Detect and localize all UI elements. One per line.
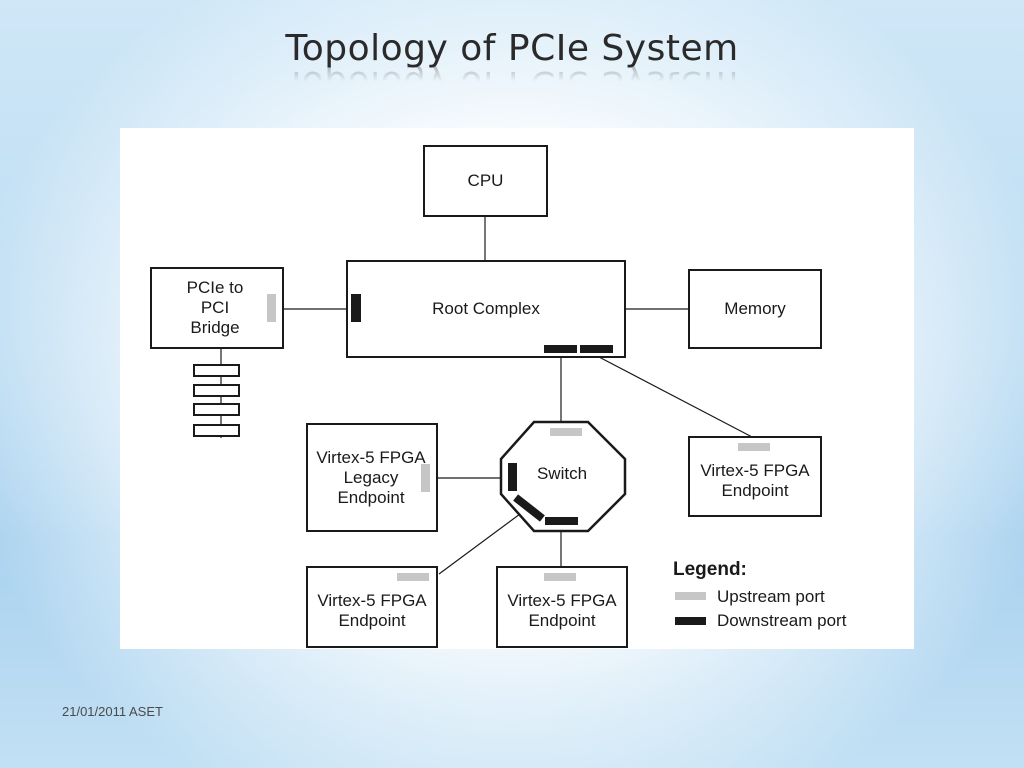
bridge-upstream-port (267, 294, 276, 322)
root-endpoint-right-link (598, 356, 755, 439)
root-downstream-port-bottom-2 (580, 345, 613, 353)
legend-downstream-swatch (675, 617, 706, 625)
endpoint-bottom-center-upstream-port (544, 573, 576, 581)
slide-footer: 21/01/2011 ASET (62, 704, 163, 719)
root-downstream-port-left (351, 294, 361, 322)
pci-slot-1 (193, 364, 240, 377)
legend-downstream-label: Downstream port (717, 611, 847, 630)
switch-node (499, 420, 627, 533)
pcie-topology-diagram: CPU Root Complex Memory PCIe to PCI Brid… (120, 128, 914, 649)
memory-box: Memory (688, 269, 822, 349)
root-complex-label: Root Complex (432, 299, 540, 318)
legend-title: Legend: (673, 559, 747, 580)
root-complex-box: Root Complex (346, 260, 626, 358)
legend-upstream-label: Upstream port (717, 587, 825, 606)
pci-slot-3 (193, 403, 240, 416)
legacy-endpoint-box: Virtex-5 FPGA Legacy Endpoint (306, 423, 438, 532)
switch-endpoint-left-link (438, 513, 521, 575)
switch-label: Switch (536, 464, 588, 483)
switch-upstream-port (550, 428, 582, 436)
legend-upstream-swatch (675, 592, 706, 600)
pci-slot-4 (193, 424, 240, 437)
bridge-label: PCIe to PCI Bridge (186, 278, 244, 337)
switch-downstream-port-diag (513, 494, 545, 522)
switch-downstream-port-bottom (545, 517, 578, 525)
legacy-endpoint-label: Virtex-5 FPGA Legacy Endpoint (316, 447, 426, 507)
slide-title: Topology of PCIe System (285, 28, 739, 69)
endpoint-right-upstream-port (738, 443, 770, 451)
pci-slot-2 (193, 384, 240, 397)
switch-downstream-port-left (508, 463, 517, 491)
connector-lines (220, 216, 755, 575)
bridge-box: PCIe to PCI Bridge (150, 267, 284, 349)
endpoint-bottom-left-upstream-port (397, 573, 429, 581)
legacy-endpoint-upstream-port (421, 464, 430, 492)
cpu-box: CPU (423, 145, 548, 217)
root-downstream-port-bottom-1 (544, 345, 577, 353)
